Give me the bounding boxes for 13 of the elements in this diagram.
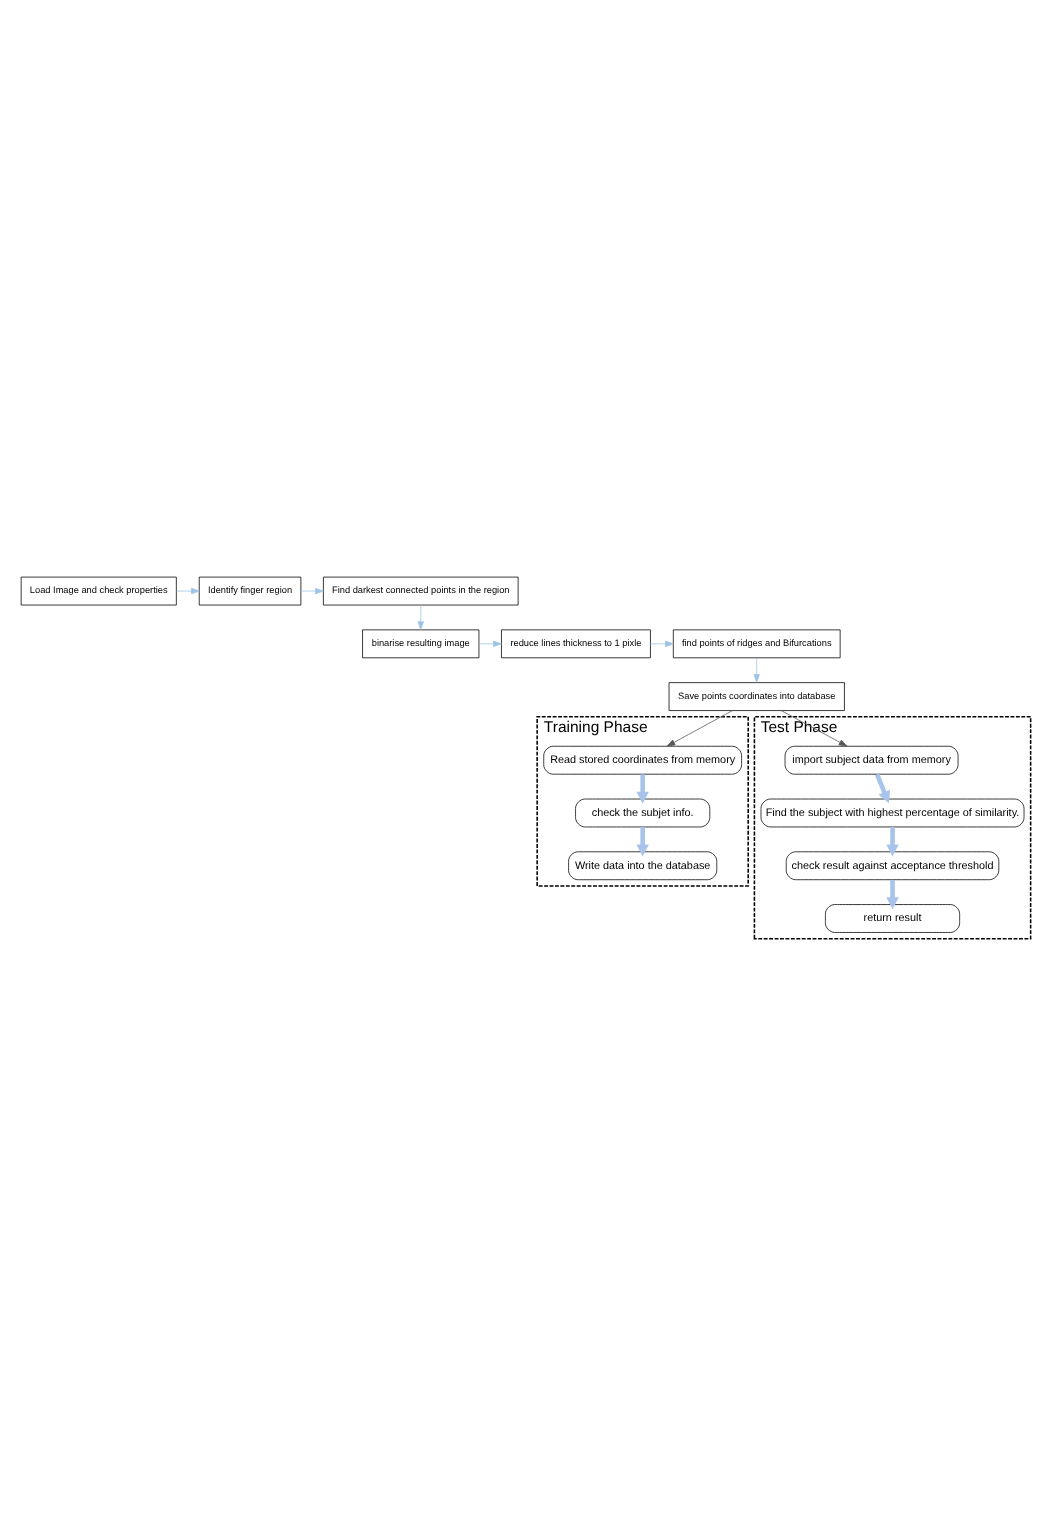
- arrow: [886, 826, 899, 856]
- arrow: [753, 656, 760, 682]
- arrow: [300, 586, 324, 594]
- arrow: [650, 639, 674, 646]
- arrow: [478, 639, 502, 646]
- arrow: [874, 772, 891, 803]
- arrow: [666, 709, 733, 746]
- arrow: [636, 773, 649, 803]
- arrow: [417, 603, 424, 629]
- arrow: [636, 826, 649, 856]
- arrow: [886, 879, 899, 909]
- arrow: [781, 709, 848, 746]
- arrow: [176, 586, 200, 594]
